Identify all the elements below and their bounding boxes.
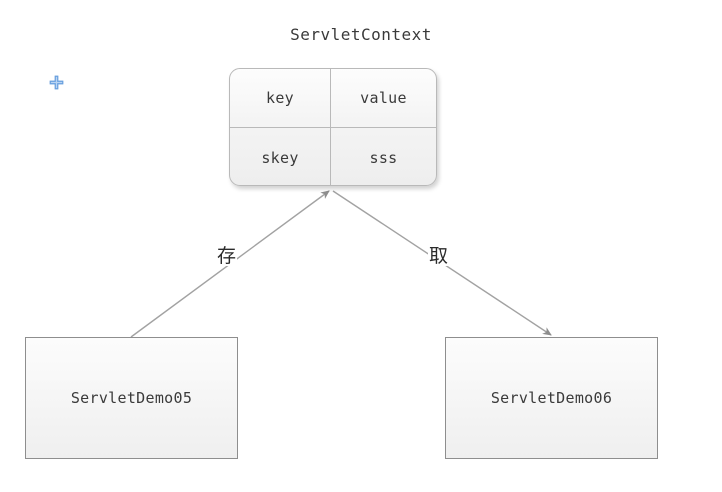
page-title: ServletContext	[290, 25, 432, 44]
table-header-key: key	[230, 69, 331, 127]
edge-label-fetch: 取	[428, 245, 450, 267]
table-row: key value	[230, 69, 436, 128]
node-servlet-demo-05: ServletDemo05	[25, 337, 238, 459]
plus-icon	[48, 75, 65, 92]
edge-label-store: 存	[216, 245, 238, 267]
table-cell-key: skey	[230, 128, 331, 185]
node-label: ServletDemo05	[70, 389, 193, 407]
table-row: skey sss	[230, 128, 436, 185]
node-servlet-demo-06: ServletDemo06	[445, 337, 658, 459]
table-cell-value: sss	[369, 148, 398, 167]
node-label: ServletDemo06	[490, 389, 613, 407]
table-header-value: value	[360, 89, 407, 107]
servlet-context-table: key value skey sss	[229, 68, 437, 186]
